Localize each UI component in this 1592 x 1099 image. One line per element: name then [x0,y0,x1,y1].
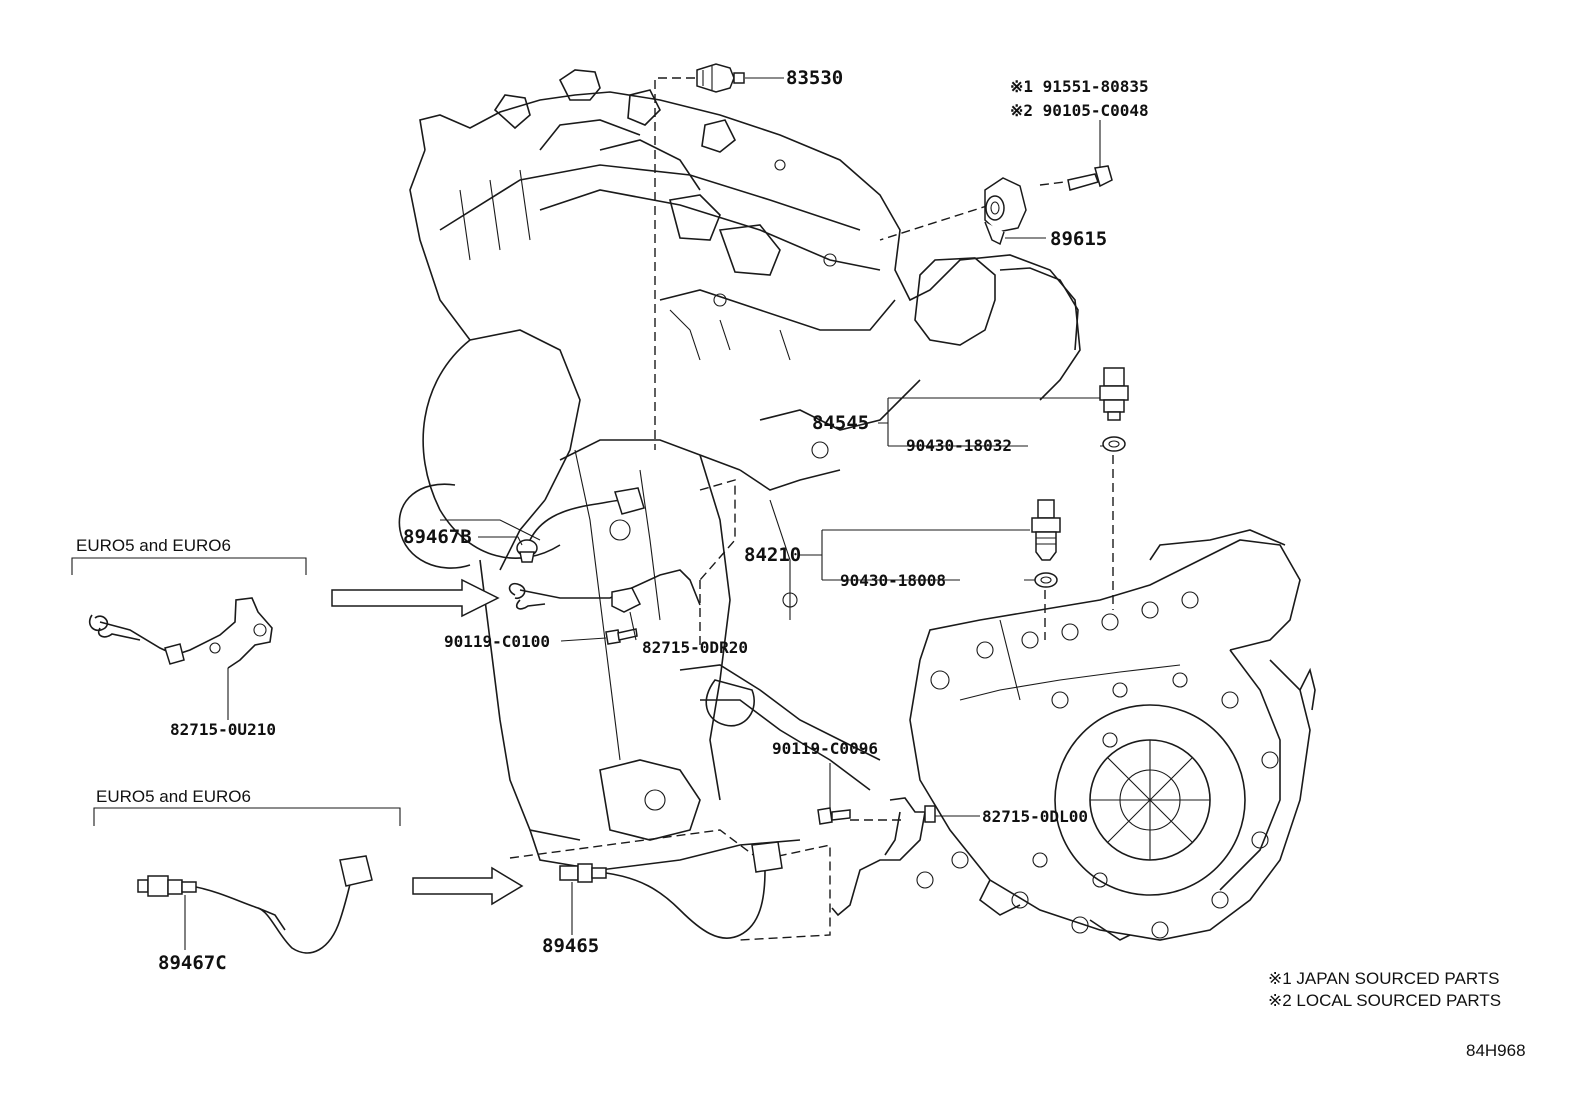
part-number-90119-C0100: 90119-C0100 [444,632,550,651]
part-number-82715-0U210: 82715-0U210 [170,720,276,739]
part-number-90430-18008: 90430-18008 [840,571,946,590]
footnote-local-sourced: ※2 LOCAL SOURCED PARTS [1268,991,1501,1010]
leader-lines [184,77,1103,950]
wire-bracket-82715-0DL00 [831,797,936,917]
pressure-switch-84210 [1031,499,1061,588]
bolt-90119-C0096 [817,807,851,825]
oxygen-sensor-89467B [516,487,645,563]
part-number-bolt-local: ※2 90105-C0048 [1010,101,1149,120]
oxygen-sensor-89465 [559,841,783,939]
oil-pressure-switch-83530 [696,63,745,93]
part-number-89467C: 89467C [158,952,227,974]
lower-inset-title: EURO5 and EURO6 [96,787,251,806]
part-number-89467B: 89467B [403,526,472,548]
footnote-japan-sourced: ※1 JAPAN SOURCED PARTS [1268,969,1500,988]
wire-bracket-82715-0DR20 [508,569,701,613]
part-number-90119-C0096: 90119-C0096 [772,739,878,758]
temperature-sensor-84545 [1099,367,1129,452]
part-number-83530: 83530 [786,67,843,89]
engine-outline [398,69,1081,871]
part-number-89465: 89465 [542,935,599,957]
part-number-82715-0DR20: 82715-0DR20 [642,638,748,657]
part-number-82715-0DL00: 82715-0DL00 [982,807,1088,826]
arrow-upper [331,578,500,618]
bolt-90119-C0100 [605,628,638,645]
part-number-89615: 89615 [1050,228,1107,250]
knock-sensor-89615 [984,165,1113,246]
transaxle-outline [909,529,1316,941]
part-number-84545: 84545 [812,412,869,434]
diagram-code: 84H968 [1466,1041,1526,1060]
part-number-84210: 84210 [744,544,801,566]
part-number-bolt-japan: ※1 91551-80835 [1010,77,1149,96]
upper-inset [71,557,307,669]
arrow-lower [412,866,524,906]
part-number-90430-18032: 90430-18032 [906,436,1012,455]
upper-inset-title: EURO5 and EURO6 [76,536,231,555]
lower-inset [93,807,401,954]
